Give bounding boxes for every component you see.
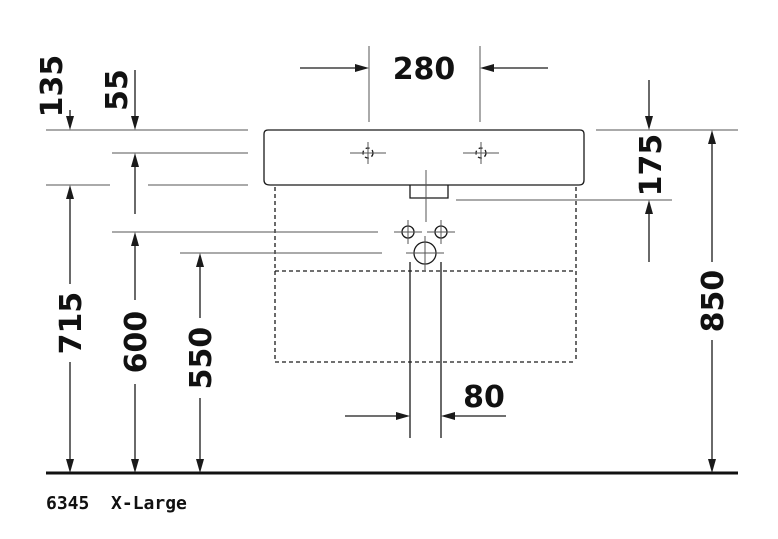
water-supply-connections: [394, 220, 455, 244]
basin-drain-notch: [409, 185, 449, 199]
arrow-135: [66, 116, 74, 130]
dim-80-label: 80: [463, 380, 505, 415]
dim-55-label: 55: [100, 69, 135, 111]
arrow-600-bottom: [131, 459, 139, 473]
dim-715-label: 715: [54, 292, 89, 355]
arrow-280-right: [480, 64, 494, 72]
vanity-unit-dashed: [274, 187, 577, 363]
arrow-600-top: [131, 232, 139, 246]
dim-850-label: 850: [696, 270, 731, 333]
arrow-55: [131, 116, 139, 130]
arrow-715-bottom: [66, 459, 74, 473]
basin-outline: [263, 129, 585, 186]
arrow-600-top-inner: [131, 153, 139, 167]
tap-hole-left: [350, 142, 386, 164]
model-caption: 6345 X-Large: [46, 493, 187, 514]
dim-175-label: 175: [634, 134, 669, 197]
waste-outlet: [406, 236, 444, 270]
arrow-715-top: [66, 185, 74, 199]
arrow-850-bottom: [708, 459, 716, 473]
arrow-175-top: [645, 116, 653, 130]
arrow-175-bottom: [645, 200, 653, 214]
arrow-850-top: [708, 130, 716, 144]
arrow-80-right: [441, 412, 455, 420]
arrow-80-left: [396, 412, 410, 420]
dim-600-label: 600: [119, 311, 154, 374]
arrow-550-top: [196, 253, 204, 267]
arrow-550-bottom: [196, 459, 204, 473]
arrow-280-left: [355, 64, 369, 72]
dim-550-label: 550: [184, 327, 219, 390]
dim-280-label: 280: [393, 52, 456, 87]
tap-hole-right: [463, 142, 499, 164]
dim-135-label: 135: [35, 55, 70, 118]
